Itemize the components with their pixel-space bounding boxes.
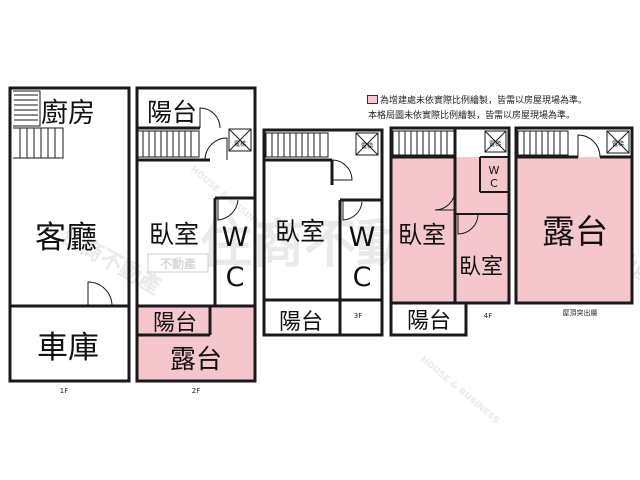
meter-box: [228, 128, 252, 152]
meter-box: [484, 130, 507, 153]
balcony-4f-outline: [389, 301, 468, 337]
floor-2f-outline: [135, 86, 257, 383]
meter-label-roof: 電梯: [612, 140, 624, 148]
room-kitchen: 廚房: [41, 98, 95, 129]
meter-label-3f: 電梯: [361, 142, 373, 150]
legend-line-2: 本格局圖未依實際比例繪製，皆需以房屋現場為準。: [368, 111, 576, 121]
room-bedroom-right-4f: 臥室: [459, 255, 503, 280]
door-swing: [577, 134, 601, 158]
meter-label-4f: 電梯: [489, 140, 501, 148]
floor-label-4f: 4F: [484, 312, 492, 320]
watermark-stamp: 不動產: [160, 256, 196, 271]
stair-treads: [271, 133, 321, 157]
door-swing: [199, 107, 221, 129]
stair-treads: [142, 131, 192, 157]
meter-box: [355, 132, 379, 156]
room-bedroom-2f: 臥室: [149, 220, 199, 249]
door-swing: [331, 159, 353, 181]
wc-w-3f: W: [349, 222, 376, 253]
meter-label-2f: 電梯: [234, 140, 246, 148]
door-swing: [87, 281, 113, 307]
floor-1f-outline: [8, 86, 131, 383]
room-terrace-2f: 露台: [170, 345, 222, 375]
room-balcony-top-2f: 陽台: [147, 98, 197, 127]
legend-line-1: 為增建處未依實際比例繪製，皆需以房屋現場為準。: [380, 96, 588, 106]
door-swing: [457, 213, 479, 235]
door-swing: [204, 137, 228, 161]
room-balcony-4f: 陽台: [407, 309, 451, 334]
floor-label-1f: 1F: [60, 387, 68, 395]
stair-treads: [398, 131, 448, 155]
addition-area-4f: [391, 157, 509, 303]
terrace-addition-roof: [516, 157, 632, 303]
legend-swatch: [367, 95, 378, 104]
door-swing: [342, 200, 363, 221]
staircase: [136, 130, 200, 158]
staircase: [13, 90, 64, 159]
wc-w-4f: W: [489, 164, 500, 177]
stair-treads: [523, 131, 561, 155]
terrace-addition-2f: [137, 306, 255, 381]
wc-c-3f: C: [353, 262, 372, 293]
floor-3f-outline: [262, 128, 384, 337]
floor-4f: [389, 126, 511, 337]
room-garage: 車庫: [37, 330, 99, 366]
wc-w-2f: W: [222, 222, 249, 253]
staircase: [265, 132, 329, 158]
room-terrace-roof: 露台: [542, 212, 608, 251]
wc-c-2f: C: [226, 262, 245, 293]
door-swing: [217, 198, 239, 221]
staircase: [392, 130, 456, 156]
door-swing: [434, 189, 456, 211]
room-living: 客廳: [35, 220, 97, 256]
room-balcony-bottom-2f: 陽台: [153, 311, 197, 336]
floor-2f: [135, 86, 257, 383]
room-bedroom-left-4f: 臥室: [398, 221, 446, 249]
wc-c-4f: C: [490, 177, 498, 190]
floor-1f: [8, 86, 131, 383]
room-bedroom-3f: 臥室: [275, 217, 325, 246]
watermark-stamp-box: [147, 253, 209, 273]
floor-roof: [514, 126, 634, 305]
staircase: [517, 130, 569, 156]
floor-3f: [262, 128, 384, 337]
watermark-corner-text: HOUSE & BUSINESS: [418, 355, 501, 427]
roof-outline: [514, 126, 634, 305]
meter-box: [606, 130, 630, 154]
floor-label-roof: 屋頂突出層: [563, 308, 598, 317]
floor-label-2f: 2F: [192, 387, 200, 395]
floor-label-3f: 3F: [354, 312, 362, 320]
room-balcony-3f: 陽台: [279, 310, 323, 335]
